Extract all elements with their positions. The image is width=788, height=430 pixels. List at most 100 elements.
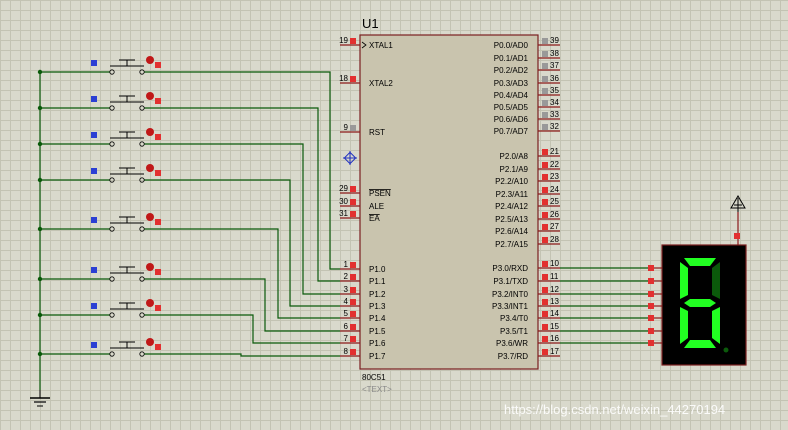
mcu-ref-label: U1 (362, 16, 379, 31)
pin-label: P2.5/A13 (495, 215, 528, 224)
button-actuator-icon[interactable] (146, 213, 154, 221)
button-actuator-icon[interactable] (146, 92, 154, 100)
mcu-pin-p17[interactable]: 8P1.7 (340, 347, 386, 361)
pin-number: 23 (550, 172, 559, 181)
pin-number: 19 (339, 36, 348, 45)
mcu-pin-p16[interactable]: 7P1.6 (340, 334, 386, 348)
pushbutton-3[interactable] (91, 128, 161, 147)
button-terminal-icon (91, 168, 97, 174)
mcu-pin-p12[interactable]: 3P1.2 (340, 285, 386, 299)
pin-number: 34 (550, 98, 559, 107)
mcu-text-placeholder: <TEXT> (362, 385, 392, 394)
pin-label: P1.4 (369, 314, 386, 323)
pin-label: P0.7/AD7 (494, 127, 529, 136)
mcu-pin-p15[interactable]: 6P1.5 (340, 322, 386, 336)
segment-c (712, 307, 720, 344)
origin-marker-icon (343, 151, 357, 165)
pin-label: P1.3 (369, 302, 386, 311)
pin-number: 18 (339, 74, 348, 83)
mcu-pin-p13[interactable]: 4P1.3 (340, 297, 386, 311)
button-terminal-icon (91, 132, 97, 138)
pin-label: P3.6/WR (496, 339, 528, 348)
pushbutton-6[interactable] (91, 263, 161, 282)
power-terminal-icon (730, 195, 746, 212)
pin-number: 35 (550, 86, 559, 95)
wires-layer (37, 69, 648, 390)
pushbutton-4[interactable] (91, 164, 161, 183)
pushbutton-5[interactable] (91, 213, 161, 232)
button-actuator-icon[interactable] (146, 263, 154, 271)
pin-number: 37 (550, 61, 559, 70)
mcu-pin-p11[interactable]: 2P1.1 (340, 272, 386, 286)
button-terminal-icon (91, 96, 97, 102)
mcu-pin-p10[interactable]: 1P1.0 (340, 260, 386, 274)
pin-label: P2.7/A15 (495, 240, 528, 249)
mcu-body[interactable] (359, 34, 539, 370)
pin-label: ALE (369, 202, 384, 211)
pin-label: RST (369, 128, 385, 137)
pin-number: 32 (550, 122, 559, 131)
button-actuator-icon[interactable] (146, 56, 154, 64)
pin-label: P2.0/A8 (500, 152, 529, 161)
button-actuator-icon[interactable] (146, 164, 154, 172)
pin-number: 38 (550, 49, 559, 58)
pin-number: 14 (550, 309, 559, 318)
mcu-pin-p14[interactable]: 5P1.4 (340, 309, 386, 323)
pushbutton-2[interactable] (91, 92, 161, 111)
pin-label: P0.6/AD6 (494, 115, 529, 124)
pin-label: P2.6/A14 (495, 227, 528, 236)
pin-label: XTAL1 (369, 41, 393, 50)
button-terminal-icon (91, 217, 97, 223)
pin-number: 31 (339, 209, 348, 218)
mcu-80c51[interactable]: U1 80C51 <TEXT> 19XTAL118XTAL29RST29PSEN… (339, 16, 560, 394)
pin-number: 24 (550, 185, 559, 194)
segment-d (684, 340, 716, 348)
pin-label: P0.2/AD2 (494, 66, 529, 75)
button-actuator-icon[interactable] (146, 299, 154, 307)
button-actuator-icon[interactable] (146, 338, 154, 346)
pushbutton-8[interactable] (91, 338, 161, 357)
seven-segment-display[interactable] (648, 195, 747, 366)
button-terminal-icon (91, 267, 97, 273)
button-terminal-icon (91, 60, 97, 66)
pin-label: EA (369, 214, 380, 223)
button-actuator-icon[interactable] (146, 128, 154, 136)
pin-number: 22 (550, 160, 559, 169)
segment-g (684, 299, 716, 307)
segment-e (680, 307, 688, 344)
pin-label: P3.2/INT0 (492, 290, 529, 299)
pushbutton-1[interactable] (91, 56, 161, 75)
pushbutton-7[interactable] (91, 299, 161, 318)
